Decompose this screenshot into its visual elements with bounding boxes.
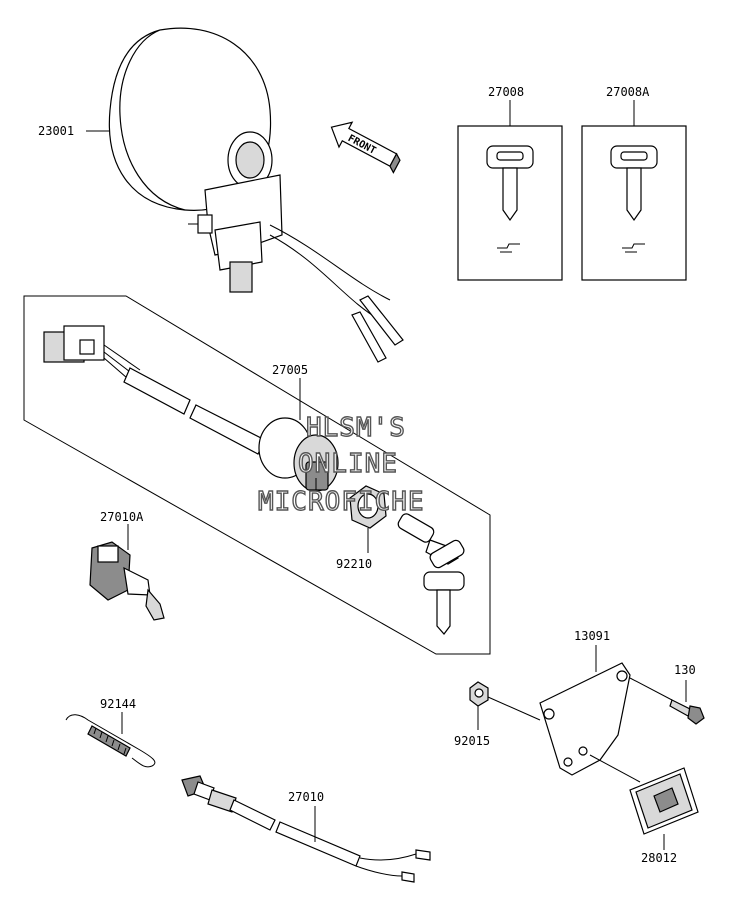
watermark-line1: HLSM'S (306, 413, 406, 443)
keys-set (397, 513, 465, 635)
label-130: 130 (674, 663, 696, 677)
label-27008: 27008 (488, 85, 524, 99)
watermark-line2: ONLINE (298, 449, 398, 479)
spring-92144[interactable] (65, 712, 156, 768)
label-27008A: 27008A (606, 85, 650, 99)
label-92144: 92144 (100, 697, 136, 711)
ignition-switch-27005[interactable] (43, 325, 339, 492)
assembly-box-27005 (23, 295, 491, 655)
switch-27010[interactable] (181, 775, 431, 883)
label-27010A: 27010A (100, 510, 144, 524)
nut-92210[interactable] (349, 485, 387, 553)
sticker-28012[interactable] (589, 754, 699, 850)
watermark-line3: MICROFICHE (258, 487, 425, 517)
bracket-13091[interactable] (539, 662, 631, 776)
label-13091: 13091 (574, 629, 610, 643)
watermark: HLSM'S ONLINE MICROFICHE (257, 412, 425, 517)
key-27008[interactable] (457, 100, 563, 281)
nut-92015[interactable] (469, 681, 541, 730)
front-arrow: FRONT (330, 121, 401, 174)
headlight-23001[interactable] (108, 27, 404, 363)
bolt-130[interactable] (629, 677, 705, 725)
label-27010: 27010 (288, 790, 324, 804)
label-27005: 27005 (272, 363, 308, 377)
label-92210: 92210 (336, 557, 372, 571)
label-23001: 23001 (38, 124, 74, 138)
label-28012: 28012 (641, 851, 677, 865)
switch-27010A[interactable] (89, 541, 165, 621)
label-92015: 92015 (454, 734, 490, 748)
key-27008A[interactable] (581, 100, 687, 281)
